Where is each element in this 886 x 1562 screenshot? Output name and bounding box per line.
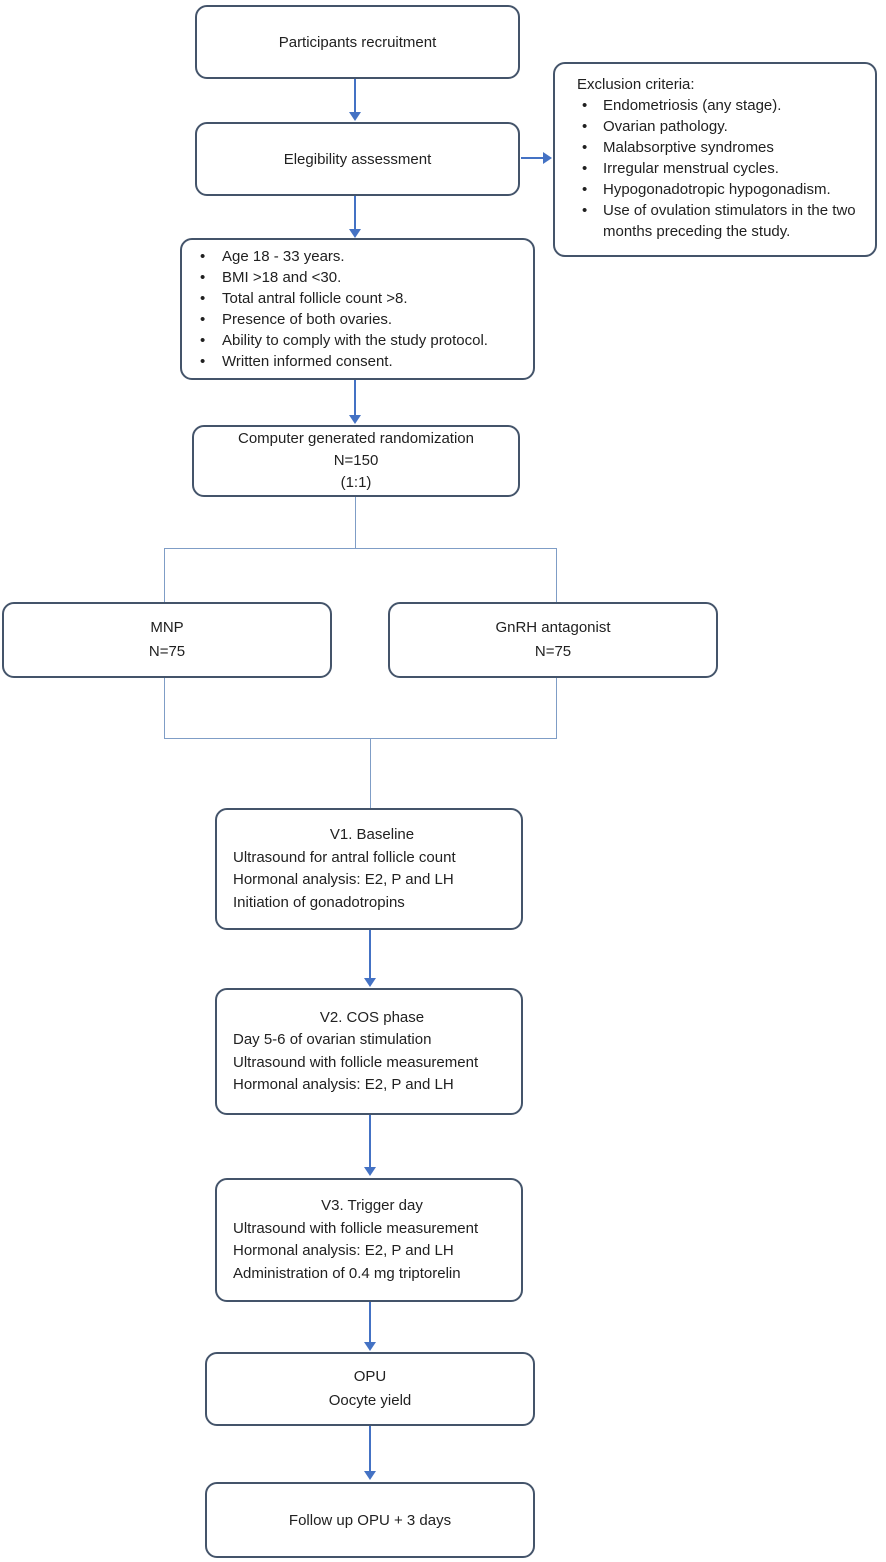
node-exclusion-criteria: Exclusion criteria: Endometriosis (any s… xyxy=(553,62,877,257)
arrowhead-down-icon xyxy=(349,229,361,238)
node-title: V1. Baseline xyxy=(329,826,415,843)
node-arm-gnrh-antagonist: GnRH antagonist N=75 xyxy=(388,602,718,678)
node-line: Ultrasound for antral follicle count xyxy=(233,848,456,866)
connector-split-right xyxy=(556,548,557,602)
node-line: Hormonal analysis: E2, P and LH xyxy=(233,1076,454,1093)
node-v1-baseline: V1. Baseline Ultrasound for antral folli… xyxy=(215,808,523,930)
node-line: Administration of 0.4 mg triptorelin xyxy=(233,1264,461,1282)
node-line: Ultrasound with follicle measurement xyxy=(233,1219,479,1237)
inclusion-list: Age 18 - 33 years. BMI >18 and <30. Tota… xyxy=(200,246,525,372)
bullet-item: Presence of both ovaries. xyxy=(200,309,525,330)
connector-opu-followup xyxy=(369,1426,371,1472)
connector-participants-eligibility xyxy=(354,79,356,113)
arrowhead-down-icon xyxy=(364,978,376,987)
connector-split-stem xyxy=(355,497,356,548)
arrowhead-down-icon xyxy=(349,112,361,121)
node-randomization: Computer generated randomization N=150 (… xyxy=(192,425,520,497)
node-line: N=150 xyxy=(333,452,379,469)
node-title: V2. COS phase xyxy=(319,1008,425,1026)
bullet-item: Ability to comply with the study protoco… xyxy=(200,330,525,351)
node-inclusion-criteria: Age 18 - 33 years. BMI >18 and <30. Tota… xyxy=(180,238,535,380)
node-arm-mnp: MNP N=75 xyxy=(2,602,332,678)
node-opu: OPU Oocyte yield xyxy=(205,1352,535,1426)
connector-split-horizontal xyxy=(164,548,557,549)
bullet-item: Age 18 - 33 years. xyxy=(200,246,525,267)
node-line: GnRH antagonist xyxy=(495,619,611,636)
connector-merge-stem xyxy=(370,738,371,808)
node-eligibility-assessment: Elegibility assessment xyxy=(195,122,520,196)
connector-v3-opu xyxy=(369,1302,371,1343)
arrowhead-down-icon xyxy=(364,1342,376,1351)
bullet-item: Malabsorptive syndromes xyxy=(582,137,867,158)
node-line: (1:1) xyxy=(340,474,372,491)
arrowhead-down-icon xyxy=(364,1471,376,1480)
node-line: Initiation of gonadotropins xyxy=(233,893,405,911)
node-followup: Follow up OPU + 3 days xyxy=(205,1482,535,1558)
node-participants-recruitment: Participants recruitment xyxy=(195,5,520,79)
node-v3-trigger-day: V3. Trigger day Ultrasound with follicle… xyxy=(215,1178,523,1302)
connector-v1-v2 xyxy=(369,930,371,979)
node-label: Participants recruitment xyxy=(278,33,437,51)
node-line: Ultrasound with follicle measurement xyxy=(233,1053,479,1071)
connector-merge-left xyxy=(164,678,165,738)
connector-inclusion-randomization xyxy=(354,380,356,416)
node-line: N=75 xyxy=(534,643,572,660)
bullet-item: BMI >18 and <30. xyxy=(200,267,525,288)
arrowhead-down-icon xyxy=(364,1167,376,1176)
arrowhead-right-icon xyxy=(543,152,552,164)
arrowhead-down-icon xyxy=(349,415,361,424)
node-title: V3. Trigger day xyxy=(321,1197,423,1214)
bullet-item: Total antral follicle count >8. xyxy=(200,288,525,309)
exclusion-list: Endometriosis (any stage). Ovarian patho… xyxy=(577,95,867,242)
bullet-item: Irregular menstrual cycles. xyxy=(582,158,867,179)
node-line: Computer generated randomization xyxy=(238,430,474,447)
node-line: Hormonal analysis: E2, P and LH xyxy=(233,871,454,888)
node-line: MNP xyxy=(150,619,184,636)
bullet-item: Use of ovulation stimulators in the two … xyxy=(582,200,867,242)
node-v2-cos-phase: V2. COS phase Day 5-6 of ovarian stimula… xyxy=(215,988,523,1115)
connector-eligibility-exclusion xyxy=(521,157,544,159)
connector-merge-right xyxy=(556,678,557,738)
connector-split-left xyxy=(164,548,165,602)
node-line: OPU xyxy=(353,1368,387,1385)
connector-merge-horizontal xyxy=(164,738,557,739)
node-label: Elegibility assessment xyxy=(283,150,432,168)
connector-v2-v3 xyxy=(369,1115,371,1168)
node-label: Follow up OPU + 3 days xyxy=(288,1511,452,1529)
exclusion-title: Exclusion criteria: xyxy=(577,76,695,93)
bullet-item: Endometriosis (any stage). xyxy=(582,95,867,116)
node-line: Hormonal analysis: E2, P and LH xyxy=(233,1242,454,1259)
node-line: Day 5-6 of ovarian stimulation xyxy=(233,1031,432,1048)
bullet-item: Hypogonadotropic hypogonadism. xyxy=(582,179,867,200)
bullet-item: Written informed consent. xyxy=(200,351,525,372)
node-line: Oocyte yield xyxy=(328,1392,412,1409)
bullet-item: Ovarian pathology. xyxy=(582,116,867,137)
connector-eligibility-inclusion xyxy=(354,196,356,230)
node-line: N=75 xyxy=(148,643,186,660)
